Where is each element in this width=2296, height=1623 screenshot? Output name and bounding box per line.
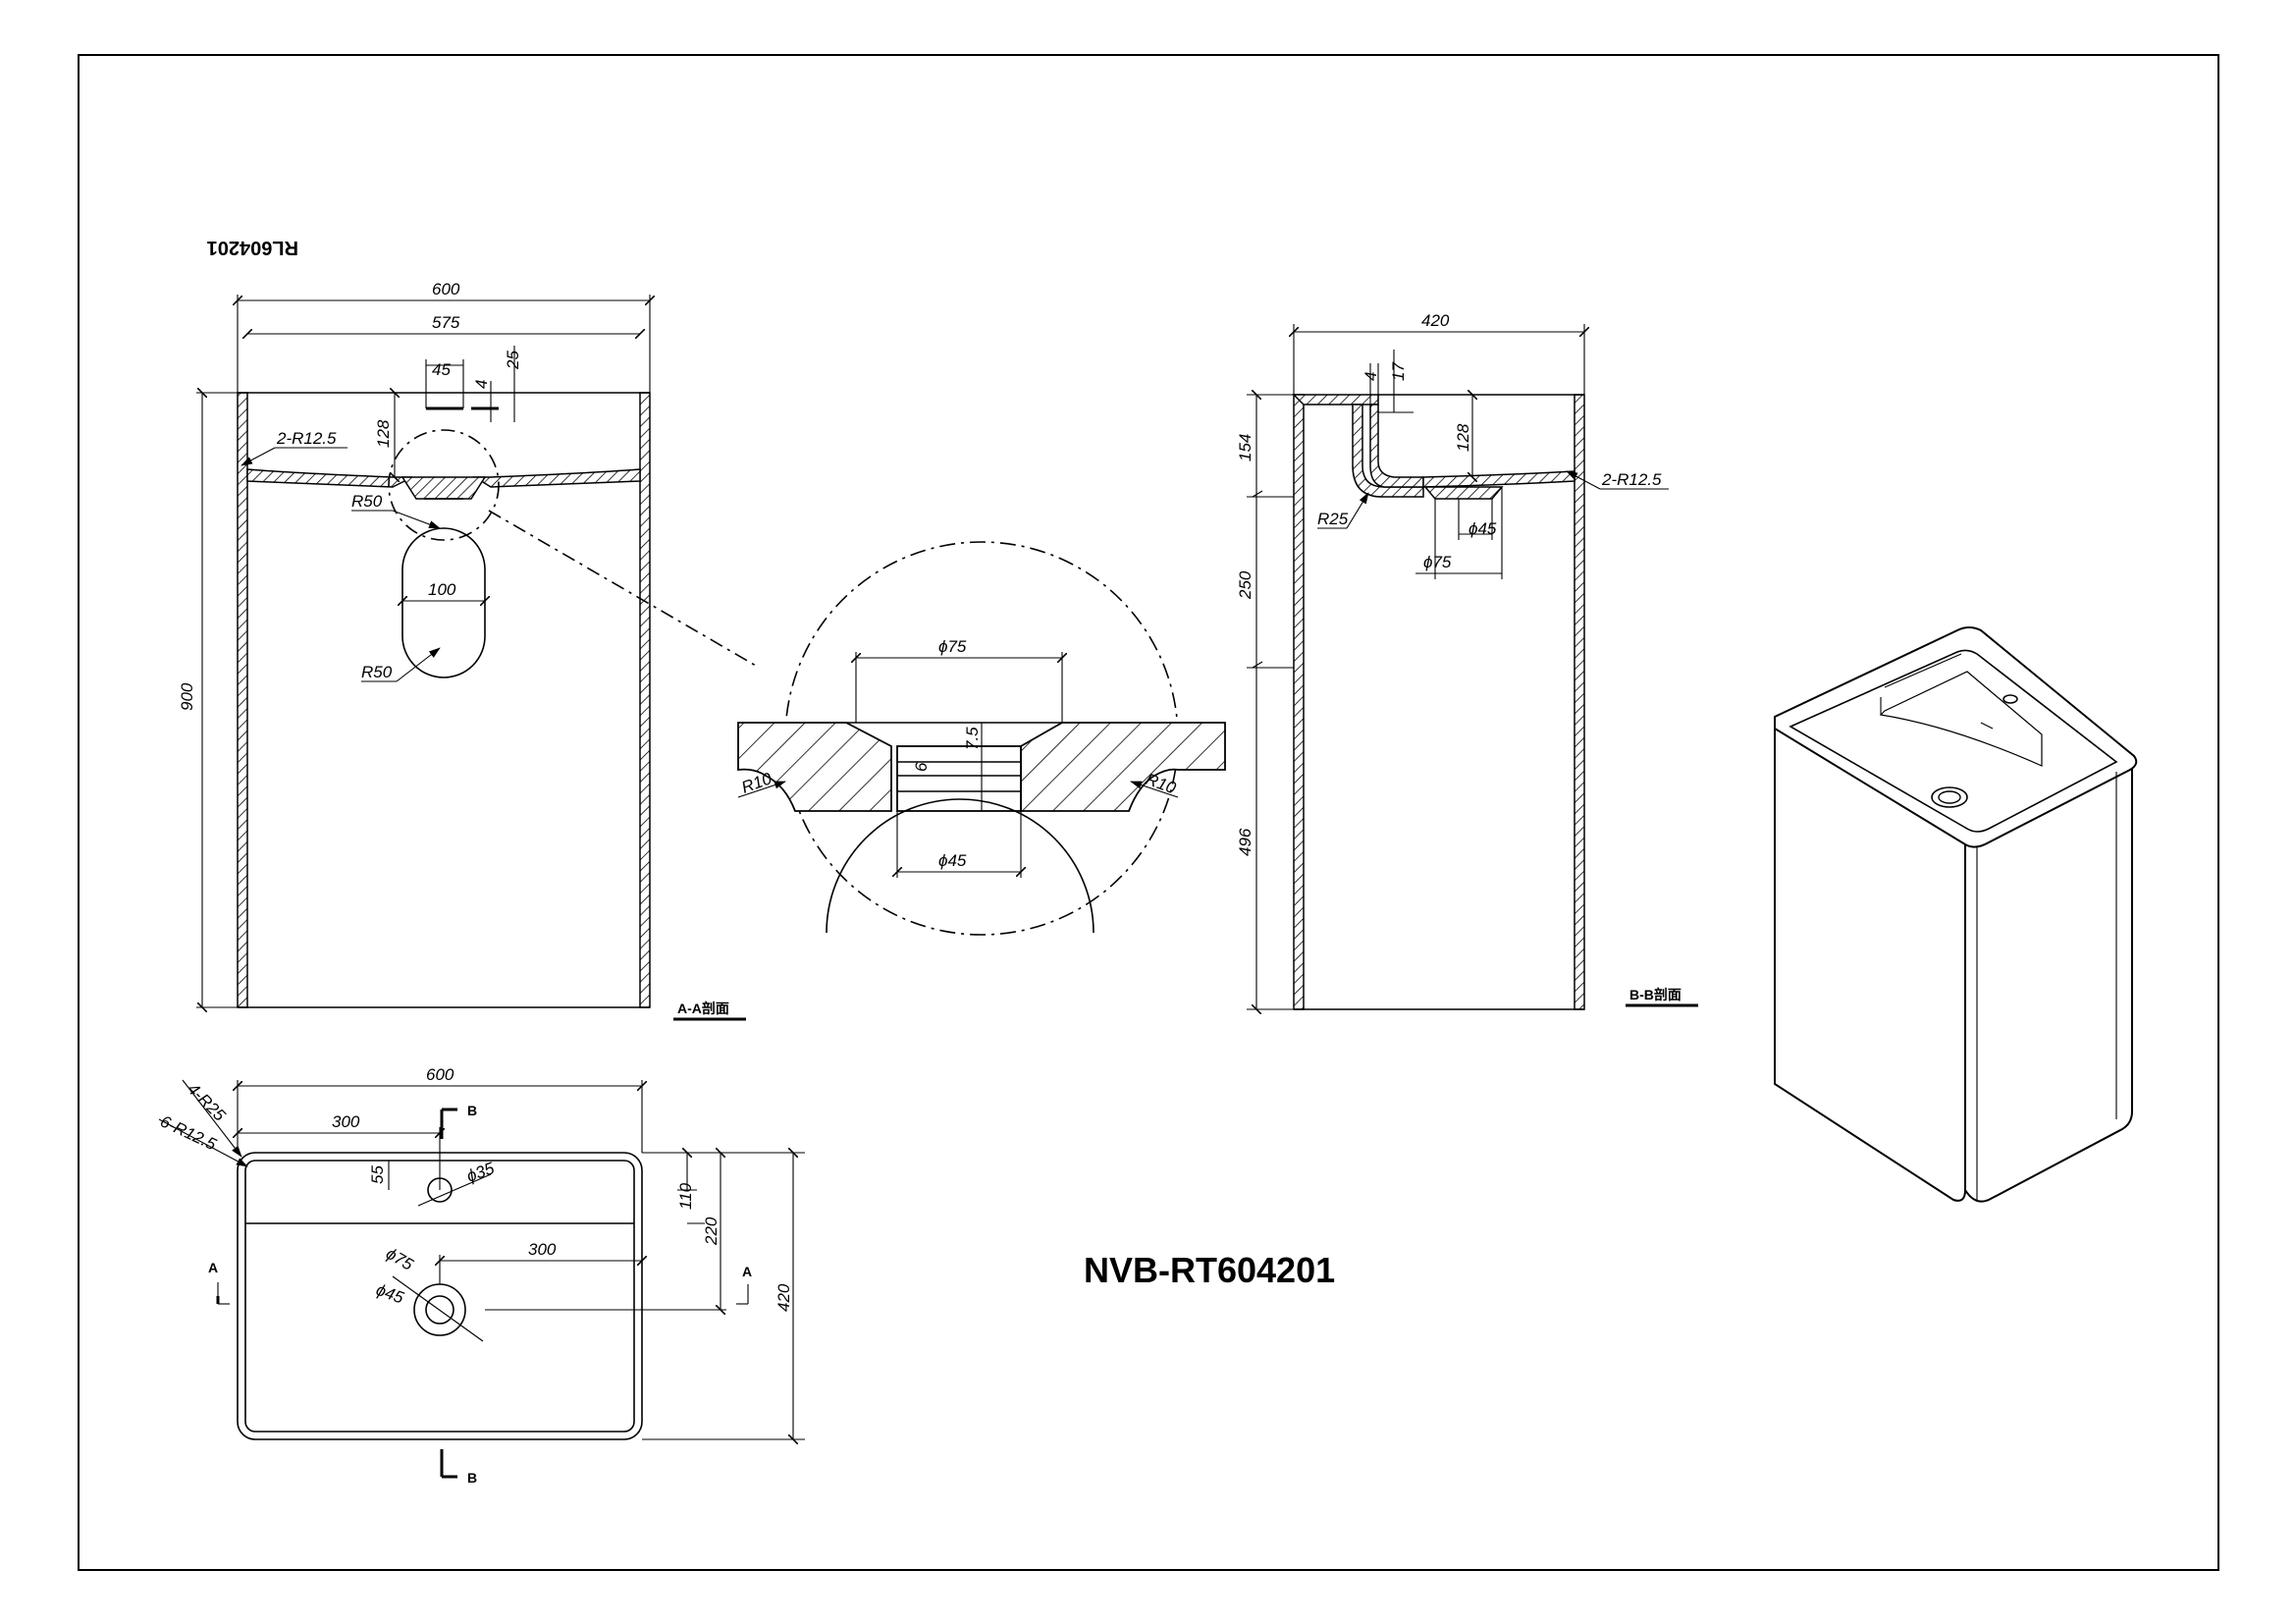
plan-view: B B A A 600 300 4-R25 6-R12.5 55 ϕ35 300… [157,1065,805,1486]
side-h-496: 496 [1236,828,1255,856]
side-drain-outer: ϕ75 [1423,553,1452,571]
detail-outer-diameter: ϕ75 [938,637,967,656]
side-h-154: 154 [1236,434,1255,461]
bb-section-label: B-B剖面 [1629,987,1682,1002]
front-edge-radius: 2-R12.5 [276,429,337,448]
side-edge-radius: 2-R12.5 [1601,470,1662,489]
side-h-250: 250 [1236,570,1255,600]
plan-half-width: 300 [332,1112,360,1131]
isometric-basin-view [1774,626,2138,1203]
front-height: 900 [178,682,196,711]
plan-tap-diameter: ϕ35 [464,1159,498,1186]
detail-depth-2: 6 [912,762,931,772]
plan-tap-from-edge: 55 [368,1165,387,1184]
front-slot-width: 100 [428,580,456,599]
plan-drain-outer: ϕ75 [383,1244,417,1274]
side-drain-inner: ϕ45 [1468,519,1497,538]
front-tap-offset: 25 [504,351,522,370]
plan-tap-y: 110 [676,1182,695,1210]
front-slot-bottom-radius: R50 [361,663,393,681]
plan-outer-radius: 4-R25 [184,1079,230,1125]
side-corner-radius: R25 [1317,510,1349,528]
aa-section-label: A-A剖面 [677,1001,729,1016]
front-basin-depth: 128 [374,419,393,448]
detail-radius-right: R10 [1144,770,1179,798]
plan-drain-y: 220 [702,1217,721,1246]
side-width: 420 [1421,311,1450,330]
front-tap-hole: 45 [432,360,451,379]
drain-detail-view: ϕ75 ϕ45 7.5 6 R10 R10 [737,541,1226,936]
front-section-view: 600 575 900 45 4 25 128 2-R12.5 R50 100 … [178,280,757,1021]
front-width-inner: 575 [432,313,460,332]
plan-drain-inner: ϕ45 [374,1280,407,1308]
section-marker-b-top: B [467,1103,477,1118]
side-basin-depth: 128 [1454,423,1472,452]
sheet-border [78,54,2219,1571]
side-section-view: 420 4 17 154 250 496 128 2-R12.5 R25 ϕ45 [1236,311,1698,1009]
plan-drain-offset-x: 300 [528,1240,557,1259]
side-wall-17: 17 [1389,362,1408,381]
side-wall-4: 4 [1362,372,1380,381]
detail-inner-diameter: ϕ45 [938,851,967,870]
front-tap-wall: 4 [472,380,491,389]
plan-depth: 420 [774,1283,793,1312]
model-title: NVB-RT604201 [1084,1250,1335,1290]
detail-depth-1: 7.5 [963,727,982,750]
plan-width: 600 [426,1065,454,1084]
section-marker-b-bottom: B [467,1470,477,1486]
mirrored-model-code: RL604201 [207,237,298,258]
front-slot-top-radius: R50 [351,492,383,511]
section-marker-a-right: A [742,1264,752,1279]
section-marker-a-left: A [208,1260,218,1275]
front-width-outer: 600 [432,280,460,298]
